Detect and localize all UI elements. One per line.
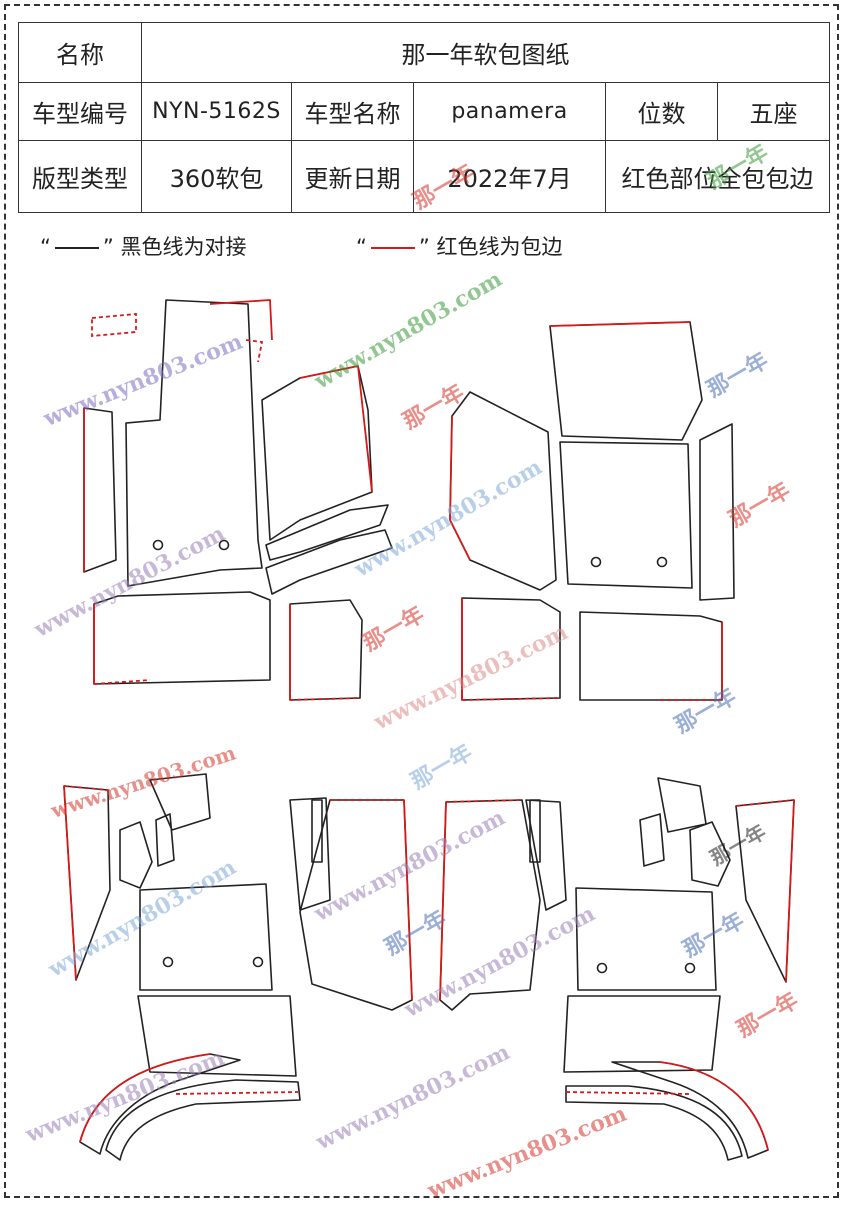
red-dashed-binding bbox=[63, 785, 109, 791]
front-left-lower-panel bbox=[93, 591, 271, 685]
legend-red-open-quote: “ bbox=[356, 235, 367, 259]
red-binding-edge bbox=[659, 1061, 769, 1151]
fixing-hole bbox=[684, 962, 696, 974]
rear-right-bracket bbox=[689, 821, 731, 887]
red-binding-edge bbox=[79, 1053, 211, 1143]
red-binding-edge bbox=[549, 321, 691, 327]
front-right-top-panel bbox=[549, 321, 703, 441]
front-left-sill-strip-1 bbox=[265, 504, 389, 561]
red-binding-edge bbox=[209, 299, 273, 341]
type-value: 360软包 bbox=[141, 140, 292, 213]
front-right-side-strip bbox=[699, 423, 735, 601]
spec-row-type: 版型类型 360软包 更新日期 2022年7月 红色部位全包包边 bbox=[18, 140, 831, 213]
dashed-page-border bbox=[4, 4, 839, 1198]
rear-left-main-panel bbox=[139, 883, 273, 991]
front-left-sill-strip-2 bbox=[265, 529, 393, 595]
red-dashed-binding bbox=[735, 799, 795, 807]
rear-right-side-panel bbox=[735, 799, 795, 983]
legend-black-close-quote: ” bbox=[102, 235, 114, 259]
legend-red: “ ” 红色线为包边 bbox=[356, 231, 562, 261]
fixing-hole bbox=[252, 956, 264, 968]
red-dashed-binding bbox=[289, 697, 361, 701]
date-value: 2022年7月 bbox=[413, 140, 606, 213]
legend-black-open-quote: “ bbox=[40, 235, 51, 259]
red-dashed-binding bbox=[175, 1091, 299, 1095]
red-binding-edge bbox=[449, 415, 471, 561]
red-dashed-binding bbox=[91, 313, 137, 337]
date-label: 更新日期 bbox=[291, 140, 414, 213]
code-label: 车型编号 bbox=[18, 82, 142, 141]
rear-right-seat-panel bbox=[563, 995, 721, 1073]
front-right-lower-right-panel bbox=[579, 611, 723, 701]
name-value: 那一年软包图纸 bbox=[140, 22, 831, 83]
red-binding-edge bbox=[785, 799, 795, 983]
front-right-lower-panel bbox=[461, 597, 561, 701]
red-binding-edge bbox=[63, 785, 77, 981]
front-left-lower-right-panel bbox=[289, 599, 363, 701]
code-value: NYN-5162S bbox=[141, 82, 292, 141]
front-left-main-panel bbox=[125, 299, 263, 587]
red-dashed-binding bbox=[445, 799, 523, 803]
front-left-tunnel-panel bbox=[261, 365, 373, 541]
fixing-hole bbox=[152, 539, 164, 551]
red-binding-edge bbox=[299, 365, 359, 379]
rear-right-flap bbox=[657, 777, 707, 833]
legend-black-text: 黑色线为对接 bbox=[120, 235, 247, 259]
red-binding-edge bbox=[403, 799, 413, 1001]
rear-right-left-panel bbox=[439, 799, 541, 1011]
note-value: 红色部位全包包边 bbox=[604, 140, 831, 213]
fixing-hole bbox=[656, 556, 668, 568]
rear-right-wheel-arch-outer bbox=[611, 1061, 769, 1159]
model-label: 车型名称 bbox=[291, 82, 414, 141]
seats-label: 位数 bbox=[605, 82, 718, 141]
rear-left-flap bbox=[149, 773, 211, 831]
rear-left-seat-panel bbox=[137, 995, 297, 1077]
seats-value: 五座 bbox=[716, 82, 831, 141]
red-dashed-binding bbox=[93, 679, 151, 685]
legend-red-close-quote: ” bbox=[418, 235, 430, 259]
rear-right-main-panel bbox=[575, 887, 717, 991]
fixing-hole bbox=[590, 556, 602, 568]
red-binding-edge bbox=[357, 365, 373, 493]
rear-left-tunnel-panel bbox=[289, 797, 331, 911]
rear-right-bracket-inner bbox=[639, 813, 665, 867]
fixing-hole bbox=[596, 962, 608, 974]
rear-left-slot-panel bbox=[311, 799, 323, 863]
rear-left-bracket bbox=[119, 821, 153, 889]
red-dashed-binding bbox=[565, 1091, 691, 1095]
rear-left-wheel-arch-inner bbox=[105, 1079, 301, 1161]
front-left-side-strip bbox=[83, 407, 117, 573]
type-label: 版型类型 bbox=[18, 140, 142, 213]
legend-red-text: 红色线为包边 bbox=[436, 235, 563, 259]
legend-black: “ ” 黑色线为对接 bbox=[40, 231, 246, 261]
fixing-hole bbox=[218, 539, 230, 551]
spec-table: 名称 那一年软包图纸 车型编号 NYN-5162S 车型名称 panamera … bbox=[18, 22, 831, 213]
front-right-side-panel bbox=[449, 391, 557, 591]
rear-left-bracket-inner bbox=[155, 813, 175, 867]
spec-row-name: 名称 那一年软包图纸 bbox=[18, 22, 831, 83]
red-dashed-binding bbox=[245, 339, 264, 363]
red-line-swatch bbox=[370, 247, 415, 249]
black-line-swatch bbox=[54, 247, 99, 249]
rear-right-wheel-arch-inner bbox=[565, 1085, 743, 1161]
fixing-hole bbox=[162, 956, 174, 968]
front-right-main-panel bbox=[559, 441, 693, 589]
red-dashed-binding bbox=[461, 697, 561, 701]
rear-right-tunnel-panel bbox=[525, 799, 567, 911]
red-binding-edge bbox=[439, 801, 447, 1001]
